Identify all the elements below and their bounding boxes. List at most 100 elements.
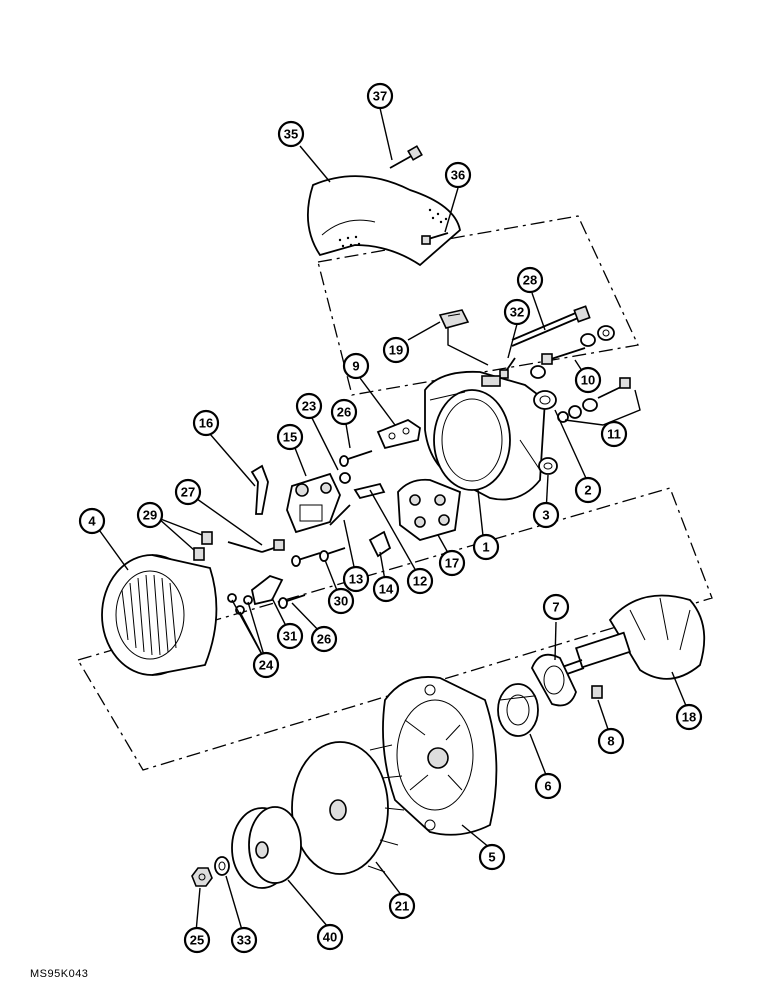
callout-15-label: 15 xyxy=(283,430,297,445)
callout-6-label: 6 xyxy=(544,779,551,794)
bolt-set-30 xyxy=(291,547,346,567)
callout-8: 8 xyxy=(597,727,625,755)
upper-assembly-frame xyxy=(317,215,639,396)
bushing-2 xyxy=(533,390,557,410)
pulley-part xyxy=(231,806,302,889)
callout-31: 31 xyxy=(276,622,304,650)
callout-32: 32 xyxy=(503,298,531,326)
rear-housing-part xyxy=(424,370,546,501)
callout-19-label: 19 xyxy=(389,343,403,358)
bolt-29 xyxy=(193,531,213,561)
lower-assembly-frame xyxy=(77,487,713,771)
washer-33 xyxy=(214,856,230,876)
callout-26-upper-label: 26 xyxy=(337,405,351,420)
callout-31-label: 31 xyxy=(283,629,297,644)
callout-5: 5 xyxy=(478,843,506,871)
link-12 xyxy=(353,482,386,500)
shroud-part xyxy=(307,175,461,267)
screw-32 xyxy=(499,357,516,379)
callout-17: 17 xyxy=(438,549,466,577)
callout-27: 27 xyxy=(174,478,202,506)
bolt-26-upper xyxy=(339,450,373,467)
rectifier-part xyxy=(397,478,461,541)
callout-33: 33 xyxy=(230,926,258,954)
callout-11: 11 xyxy=(600,420,628,448)
through-bolt-28 xyxy=(511,305,591,347)
bearing-part xyxy=(497,683,539,737)
fan-part xyxy=(291,741,405,875)
callout-6: 6 xyxy=(534,772,562,800)
callout-10-label: 10 xyxy=(581,373,595,388)
bolt-27 xyxy=(227,539,285,553)
screw-37 xyxy=(389,145,423,169)
callout-14: 14 xyxy=(372,575,400,603)
callout-21-label: 21 xyxy=(395,899,409,914)
callout-18-label: 18 xyxy=(682,710,696,725)
nut-25 xyxy=(191,867,213,887)
callout-2: 2 xyxy=(574,476,602,504)
callout-16: 16 xyxy=(192,409,220,437)
callout-26-lower-label: 26 xyxy=(317,632,331,647)
screw-36 xyxy=(421,232,449,245)
callout-23-label: 23 xyxy=(302,399,316,414)
callout-40-label: 40 xyxy=(323,930,337,945)
callout-13: 13 xyxy=(342,565,370,593)
rotor-part xyxy=(547,594,706,681)
callout-36: 36 xyxy=(444,161,472,189)
callout-1: 1 xyxy=(472,533,500,561)
callout-21: 21 xyxy=(388,892,416,920)
callout-18: 18 xyxy=(675,703,703,731)
callout-30-label: 30 xyxy=(334,594,348,609)
callout-17-label: 17 xyxy=(445,556,459,571)
callout-3: 3 xyxy=(532,501,560,529)
callout-27-label: 27 xyxy=(181,485,195,500)
callout-29: 29 xyxy=(136,501,164,529)
callout-35-label: 35 xyxy=(284,127,298,142)
diagram-code: MS95K043 xyxy=(30,968,89,980)
callout-25-label: 25 xyxy=(190,933,204,948)
callout-36-label: 36 xyxy=(451,168,465,183)
regulator-part xyxy=(286,472,341,534)
callout-7-label: 7 xyxy=(552,600,559,615)
callout-1-label: 1 xyxy=(482,540,489,555)
terminal-bracket-9 xyxy=(376,418,421,450)
bracket-14 xyxy=(368,530,392,558)
washer-set-24 xyxy=(227,593,253,615)
callout-24-label: 24 xyxy=(259,658,274,673)
callout-12: 12 xyxy=(406,567,434,595)
clip-16 xyxy=(250,464,269,515)
callout-32-label: 32 xyxy=(510,305,524,320)
callout-10: 10 xyxy=(574,366,602,394)
callout-13-label: 13 xyxy=(349,572,363,587)
screw-13 xyxy=(329,504,351,526)
bolt-set-11 xyxy=(557,377,631,423)
callout-9-label: 9 xyxy=(352,359,359,374)
callout-4: 4 xyxy=(78,507,106,535)
callout-11-label: 11 xyxy=(607,427,621,442)
callout-29-label: 29 xyxy=(143,508,157,523)
callout-24: 24 xyxy=(252,651,280,679)
callout-16-label: 16 xyxy=(199,416,213,431)
bracket-31 xyxy=(251,574,284,606)
callout-23: 23 xyxy=(295,392,323,420)
bushing-3 xyxy=(538,457,558,475)
callout-28-label: 28 xyxy=(523,273,537,288)
callout-35: 35 xyxy=(277,120,305,148)
callout-9: 9 xyxy=(342,352,370,380)
washer-23 xyxy=(339,472,351,484)
callout-37-label: 37 xyxy=(373,89,387,104)
nut-set-10 xyxy=(530,325,615,379)
callout-26-upper: 26 xyxy=(330,398,358,426)
callout-8-label: 8 xyxy=(607,734,614,749)
callout-4-label: 4 xyxy=(88,514,96,529)
callout-15: 15 xyxy=(276,423,304,451)
connector-part xyxy=(438,309,470,329)
bolt-26-lower xyxy=(278,594,306,609)
callout-5-label: 5 xyxy=(488,850,495,865)
callout-28: 28 xyxy=(516,266,544,294)
front-housing-part xyxy=(382,676,498,836)
callout-33-label: 33 xyxy=(237,933,251,948)
stator-part xyxy=(101,554,218,676)
callout-26-lower: 26 xyxy=(310,625,338,653)
